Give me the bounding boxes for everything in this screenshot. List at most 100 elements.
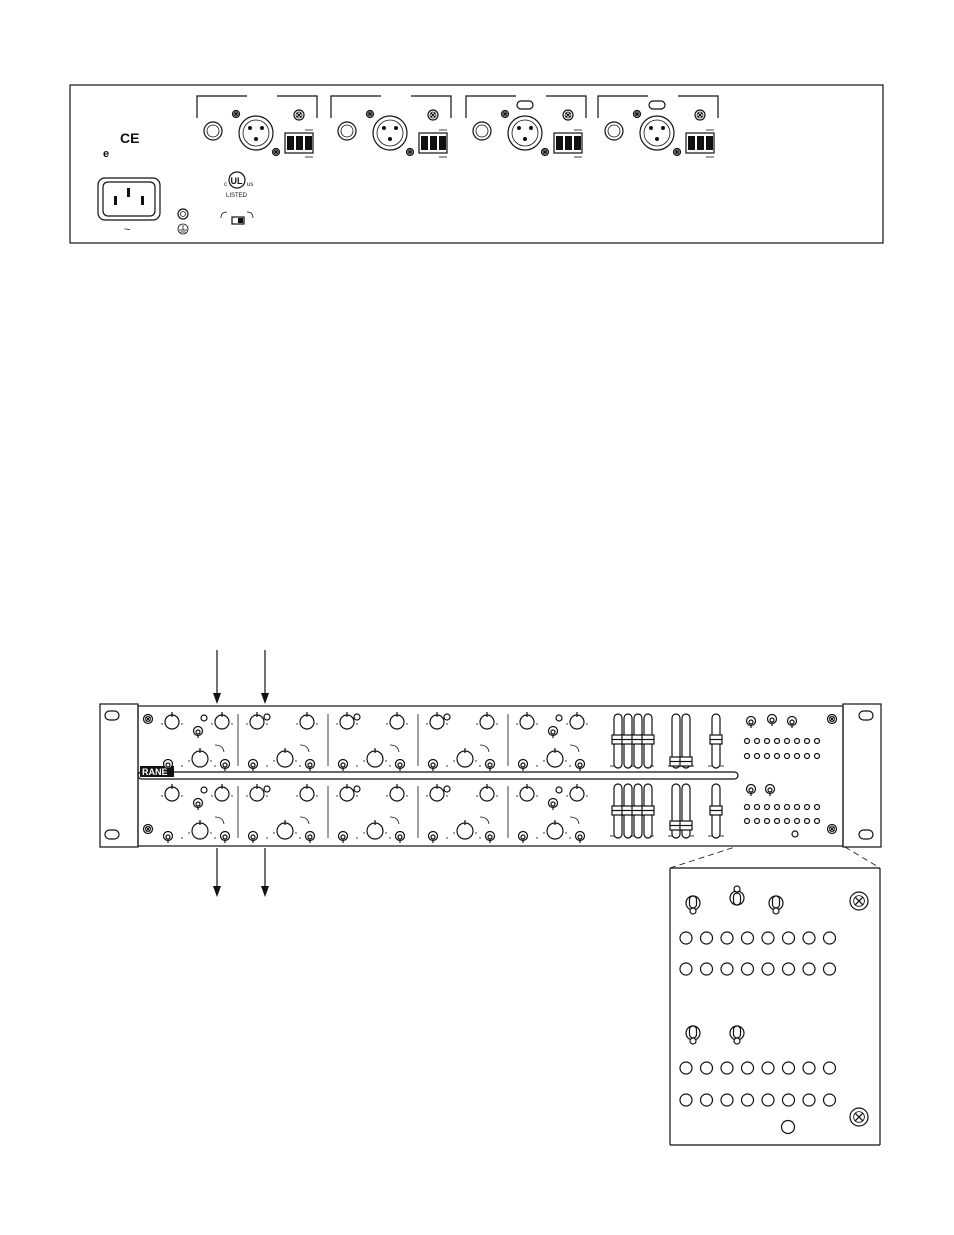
- meter-led: [805, 805, 810, 810]
- voltage-switch[interactable]: [221, 212, 253, 224]
- channel-strip: [328, 784, 408, 843]
- channel-switch[interactable]: [429, 832, 438, 844]
- level-knob[interactable]: [296, 712, 317, 729]
- channel-switch[interactable]: [306, 760, 315, 772]
- level-knob[interactable]: [296, 784, 317, 801]
- eq-knob[interactable]: [188, 748, 211, 767]
- channel-switch[interactable]: [576, 832, 585, 844]
- gain-knob[interactable]: [161, 784, 182, 801]
- level-knob[interactable]: [211, 784, 232, 801]
- channel-strip: [238, 712, 318, 771]
- channel-fader[interactable]: [642, 714, 654, 768]
- level-knob[interactable]: [386, 712, 407, 729]
- gain-knob[interactable]: [161, 712, 182, 729]
- master-fader[interactable]: [680, 784, 692, 838]
- channel-switch[interactable]: [164, 832, 173, 844]
- terminal-block[interactable]: [419, 133, 447, 153]
- meter-led: [775, 754, 780, 759]
- arrow-down-left-top: [213, 650, 221, 704]
- channel-strip: [508, 712, 588, 771]
- meter-led: [745, 819, 750, 824]
- channel-switch[interactable]: [249, 760, 258, 772]
- detail-toggle-switch[interactable]: [686, 1026, 700, 1044]
- channel-switch[interactable]: [576, 760, 585, 772]
- eq-knob[interactable]: [273, 748, 296, 767]
- channel-switch[interactable]: [221, 760, 230, 772]
- input-select-switch[interactable]: [194, 799, 203, 811]
- xlr-screw-icon: [502, 111, 509, 118]
- terminal-block[interactable]: [554, 133, 582, 153]
- level-knob[interactable]: [476, 712, 497, 729]
- clip-led: [354, 786, 360, 792]
- meter-led: [745, 805, 750, 810]
- channel-switch[interactable]: [486, 832, 495, 844]
- rear-connector-groups: [197, 96, 718, 157]
- channel-switch[interactable]: [221, 832, 230, 844]
- rear-panel: CE e ~ UL c us LISTED: [70, 85, 883, 243]
- eq-knob[interactable]: [453, 820, 476, 839]
- input-select-switch[interactable]: [549, 727, 558, 739]
- channel-switch[interactable]: [339, 832, 348, 844]
- meter-switch[interactable]: [747, 785, 756, 797]
- input-select-switch[interactable]: [194, 727, 203, 739]
- terminal-block[interactable]: [686, 133, 714, 153]
- xlr-connector[interactable]: [640, 101, 674, 150]
- xlr-connector[interactable]: [373, 116, 407, 150]
- meter-led: [765, 819, 770, 824]
- level-knob[interactable]: [566, 712, 587, 729]
- detail-meter-led: [824, 932, 836, 944]
- channel-switch[interactable]: [519, 760, 528, 772]
- eq-knob[interactable]: [363, 820, 386, 839]
- eq-knob[interactable]: [188, 820, 211, 839]
- gain-knob[interactable]: [516, 784, 537, 801]
- channel-switch[interactable]: [249, 832, 258, 844]
- gain-knob[interactable]: [516, 712, 537, 729]
- xlr-connector[interactable]: [239, 116, 273, 150]
- clip-led: [556, 715, 562, 721]
- detail-toggle-switch[interactable]: [686, 896, 700, 914]
- aux-fader[interactable]: [710, 714, 722, 768]
- xlr-screw-icon: [634, 111, 641, 118]
- meter-led: [815, 754, 820, 759]
- xlr-connector[interactable]: [508, 101, 542, 150]
- eq-knob[interactable]: [363, 748, 386, 767]
- eq-knob[interactable]: [543, 748, 566, 767]
- meter-switch[interactable]: [768, 715, 777, 727]
- channel-switch[interactable]: [519, 832, 528, 844]
- channel-fader[interactable]: [642, 784, 654, 838]
- channel-switch[interactable]: [429, 760, 438, 772]
- detail-meter-led: [742, 932, 754, 944]
- xlr-screw-icon: [407, 149, 414, 156]
- meter-led: [765, 754, 770, 759]
- meter-led: [815, 819, 820, 824]
- channel-switch[interactable]: [396, 760, 405, 772]
- level-knob[interactable]: [476, 784, 497, 801]
- terminal-block[interactable]: [285, 133, 313, 153]
- gear-screw-icon: [428, 110, 438, 120]
- eq-knob[interactable]: [273, 820, 296, 839]
- meter-switch[interactable]: [766, 785, 775, 797]
- detail-toggle-switch[interactable]: [730, 1026, 744, 1044]
- channel-switch[interactable]: [339, 760, 348, 772]
- clip-led: [556, 787, 562, 793]
- detail-toggle-switch[interactable]: [730, 886, 744, 905]
- detail-toggle-switch[interactable]: [769, 896, 783, 914]
- led-meter-section: [745, 715, 820, 838]
- meter-switch[interactable]: [747, 717, 756, 729]
- channel-strips: [161, 712, 587, 843]
- master-fader[interactable]: [680, 714, 692, 768]
- detail-meter-led: [701, 963, 713, 975]
- channel-switch[interactable]: [396, 832, 405, 844]
- channel-switch[interactable]: [486, 760, 495, 772]
- aux-fader[interactable]: [710, 784, 722, 838]
- eq-knob[interactable]: [543, 820, 566, 839]
- channel-switch[interactable]: [306, 832, 315, 844]
- level-knob[interactable]: [211, 712, 232, 729]
- meter-switch[interactable]: [788, 717, 797, 729]
- rear-connector-group: [466, 96, 586, 157]
- input-select-switch[interactable]: [549, 799, 558, 811]
- eq-knob[interactable]: [453, 748, 476, 767]
- level-knob[interactable]: [566, 784, 587, 801]
- ac-power-inlet[interactable]: [98, 178, 160, 220]
- level-knob[interactable]: [386, 784, 407, 801]
